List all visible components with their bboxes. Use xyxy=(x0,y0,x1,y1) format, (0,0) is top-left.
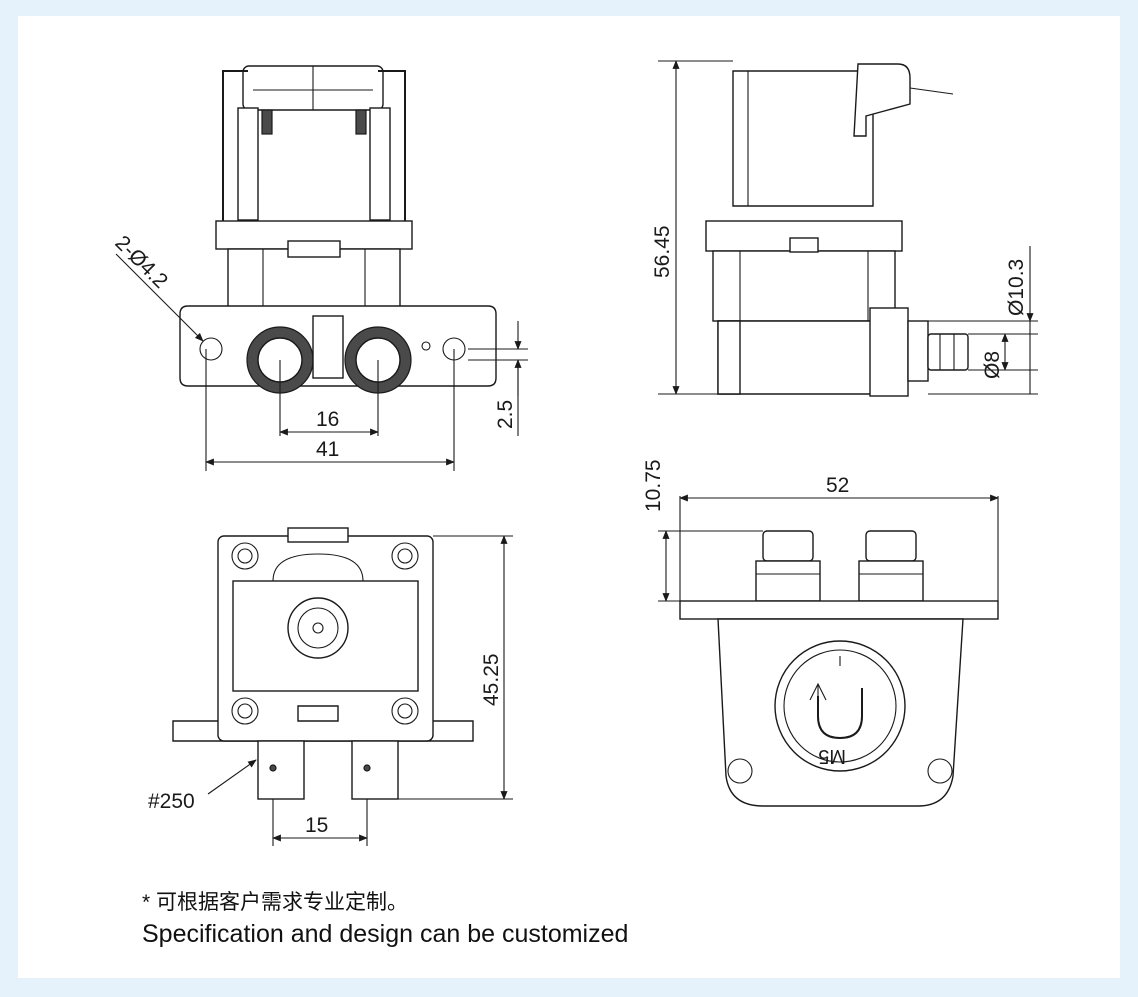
dim-height-bottom: 45.25 xyxy=(480,653,503,706)
view-top: 16 41 2.5 2-Ø4.2 xyxy=(110,65,528,471)
customization-note-en: Specification and design can be customiz… xyxy=(142,920,629,948)
dim-width-front: 52 xyxy=(826,474,849,497)
dim-height-side: 56.45 xyxy=(651,225,674,278)
dim-terminal-spec: #250 xyxy=(148,790,195,813)
dim-port-outer: Ø10.3 xyxy=(1005,259,1028,316)
dim-offset: 2.5 xyxy=(494,400,517,429)
drawing-sheet: 16 41 2.5 2-Ø4.2 56 xyxy=(18,16,1120,978)
dim-port-inner: Ø8 xyxy=(981,351,1004,379)
view-front: M5 52 10.75 xyxy=(642,459,999,807)
dim-spigot-height: 10.75 xyxy=(642,459,665,512)
dim-mount-pitch: 41 xyxy=(316,438,339,461)
view-bottom: 45.25 15 #250 xyxy=(148,527,513,846)
technical-drawing: 16 41 2.5 2-Ø4.2 56 xyxy=(110,60,1038,846)
dim-terminal-pitch: 15 xyxy=(305,814,328,837)
customization-note-cn: * 可根据客户需求专业定制。 xyxy=(142,891,409,914)
dim-hole-spec: 2-Ø4.2 xyxy=(110,231,172,293)
coil-marking: M5 xyxy=(818,745,846,767)
view-side: 56.45 Ø10.3 Ø8 xyxy=(651,60,1038,397)
dim-outlet-pitch: 16 xyxy=(316,408,339,431)
